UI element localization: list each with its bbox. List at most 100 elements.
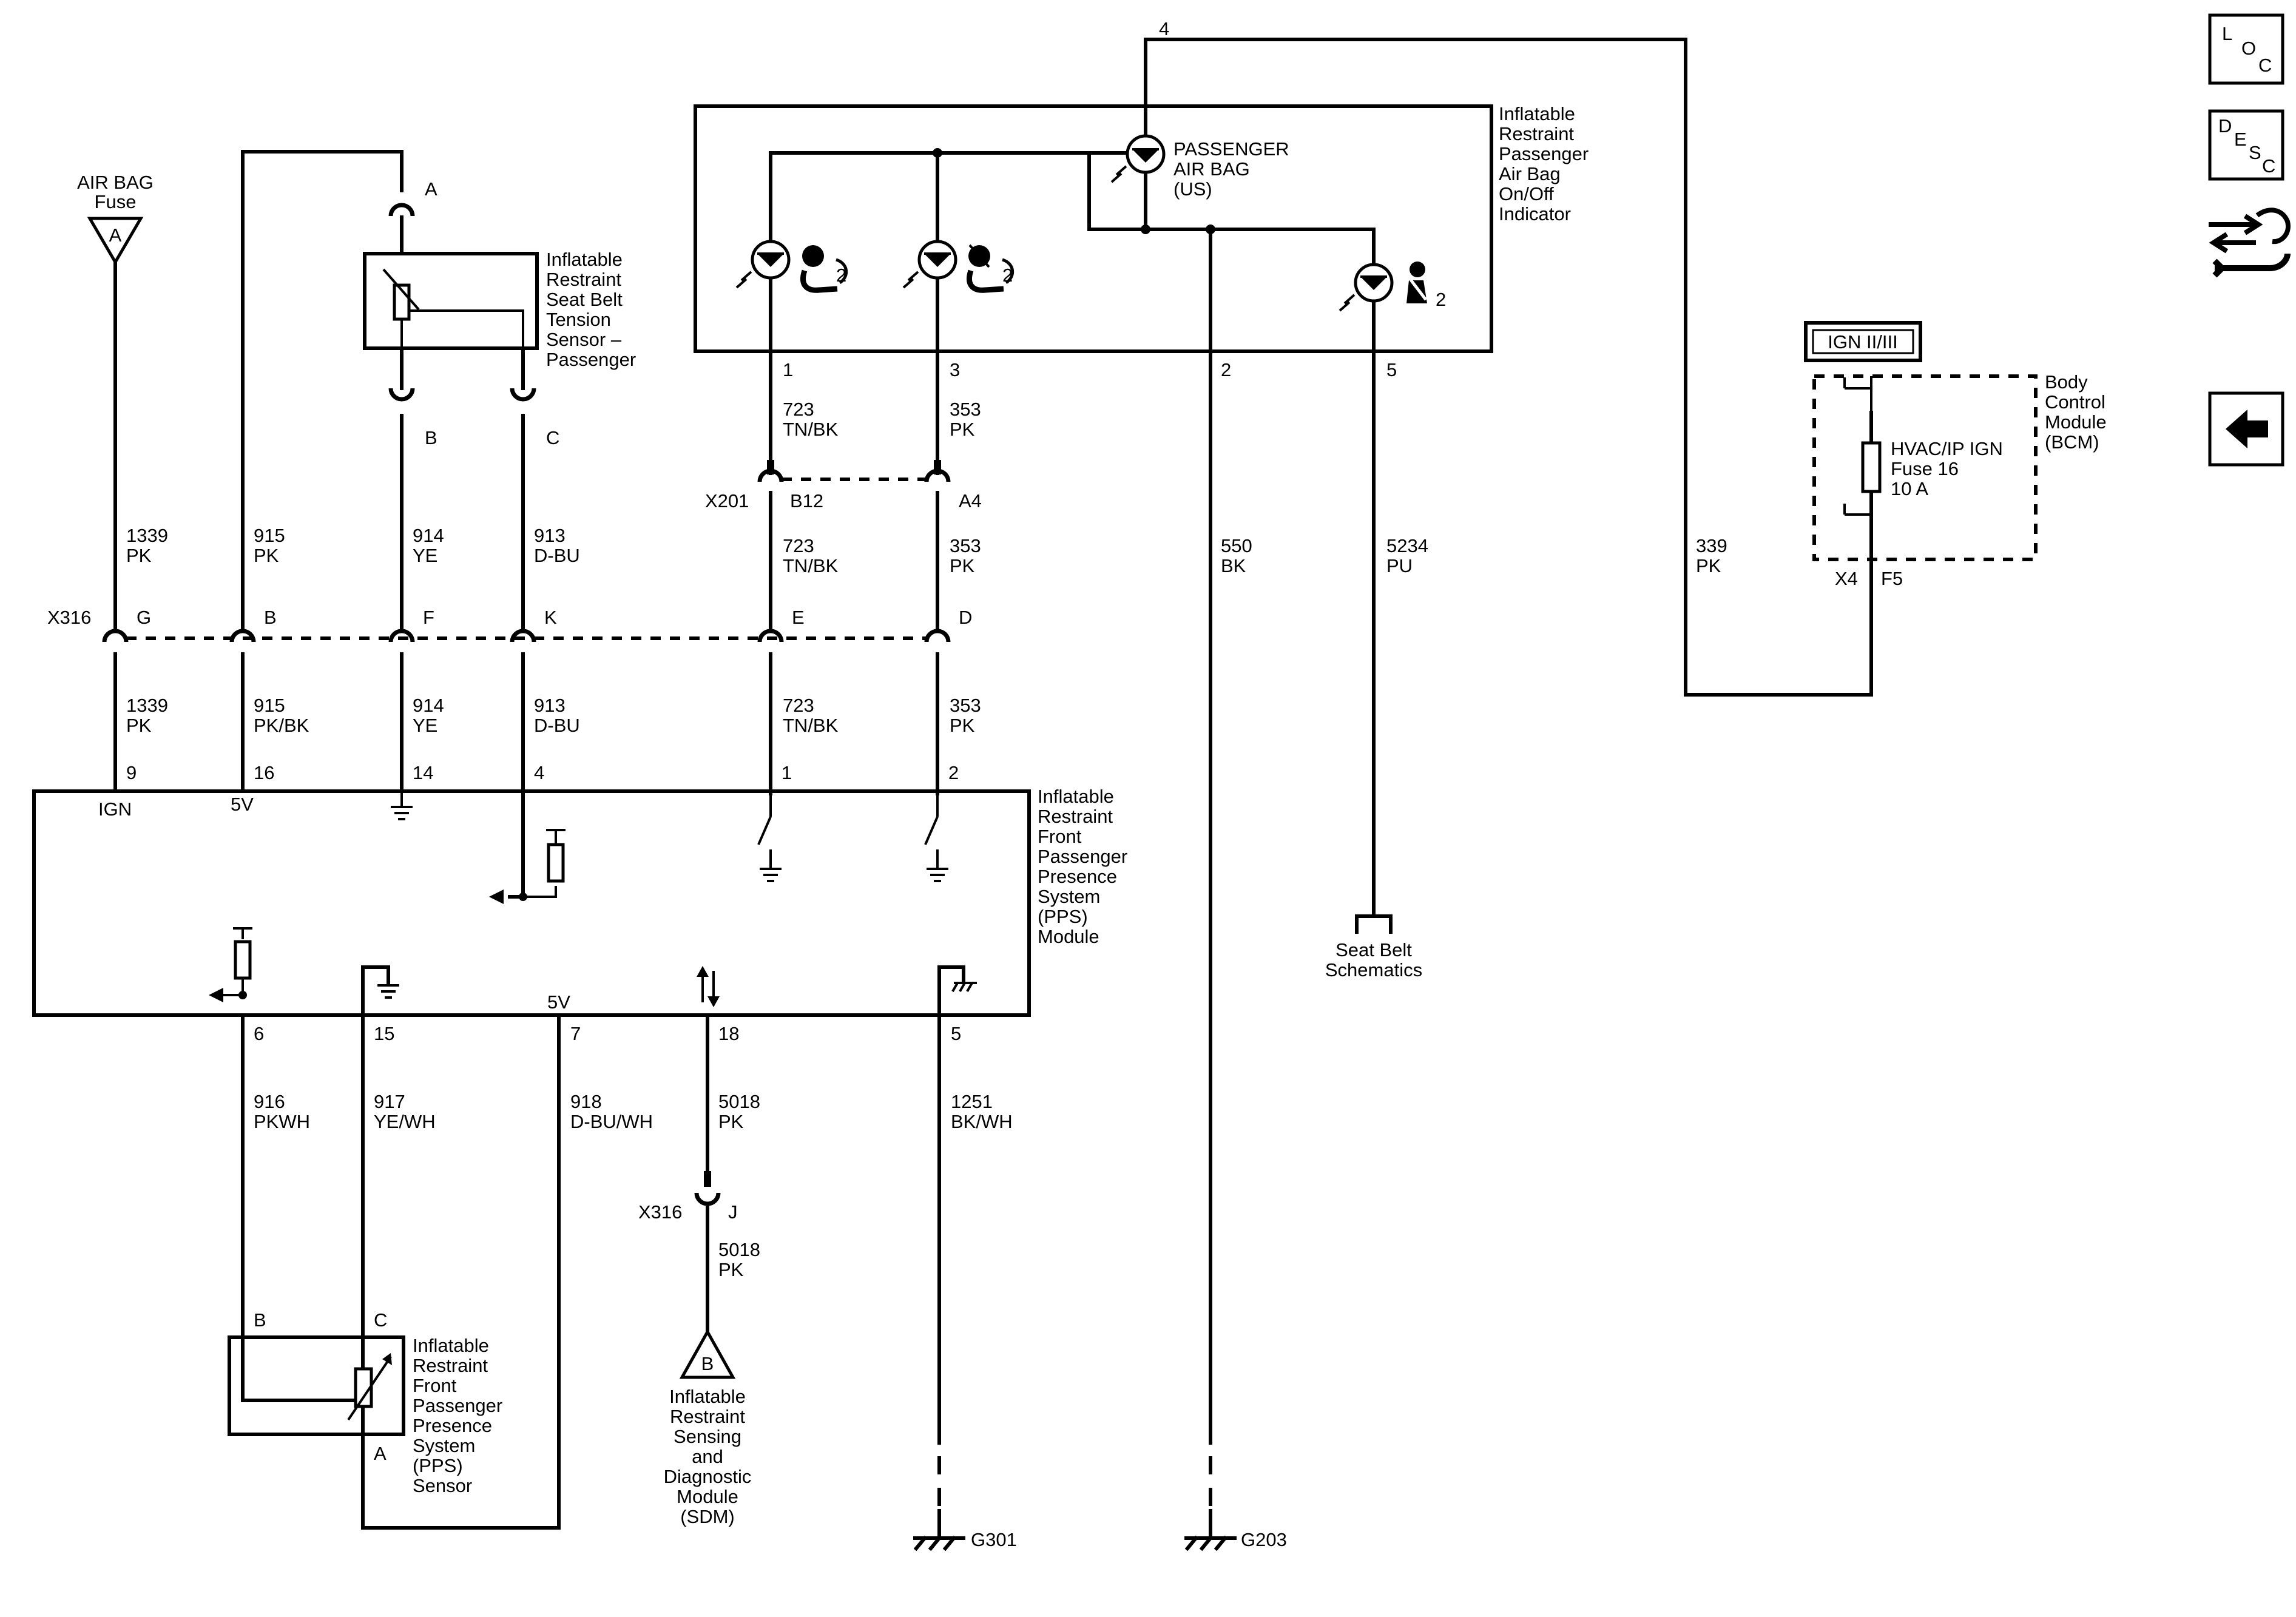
pps-title-5: Presence [1038,866,1117,887]
ground-g301-label: G301 [971,1529,1017,1550]
desc-s: S [2249,142,2261,163]
sdm-title-3: Sensing [674,1426,741,1447]
x316-pin-k-icon [510,629,536,643]
wire-913-lower [508,652,525,899]
pps-title-1: Inflatable [1038,786,1114,807]
wire-label: PK [950,419,975,440]
tension-title-5: Sensor – [546,329,622,350]
bcm-fuse-1: HVAC/IP IGN [1891,438,2003,459]
loc-button[interactable]: L O C [2208,13,2284,85]
sdm-letter: B [701,1353,714,1374]
pps-title-7: (PPS) [1038,906,1088,927]
wire-label: D-BU [534,545,580,566]
pps-sensor-title-8: Sensor [413,1475,472,1496]
wire-label: YE [413,715,437,736]
wire-label: TN/BK [783,555,839,576]
x316-pin-g-icon [102,629,129,643]
wire-label: 914 [413,525,444,546]
back-arrow-icon [2226,410,2268,448]
sdm-title-5: Diagnostic [664,1466,752,1487]
wire-label: YE/WH [374,1111,436,1132]
airbag-icon [1002,258,1014,285]
desc-button[interactable]: D E S C [2208,109,2284,181]
wire-label: 5018 [718,1239,760,1260]
sdm-title-4: and [692,1446,723,1467]
indicator-title-5: On/Off [1499,183,1554,204]
wire-label: 1339 [126,525,168,546]
sdm-reference: B Inflatable Restraint Sensing and Diagn… [664,1328,752,1527]
switch1-blade-icon [757,816,772,845]
wire-label: 913 [534,525,566,546]
wire-label: PK [718,1111,744,1132]
pps-pin-2: 2 [948,762,959,783]
wire-labels: 1339 PK 915 PK 914 YE 913 D-BU 1339 PK 9… [126,399,1727,1280]
indicator-box [694,104,1493,353]
x316-pin-b-icon [229,629,256,643]
pps-sensor-arrowhead [382,1353,392,1365]
passenger-lamp-label-1: PASSENGER [1173,138,1289,160]
pps-sensor-title-2: Restraint [413,1355,488,1376]
loc-button-frame[interactable] [2208,13,2284,85]
bcm-connector-icon-2 [1843,504,1871,516]
sdm-title-7: (SDM) [680,1506,735,1527]
connector-wrench-button[interactable] [2209,208,2291,278]
pps-sensor-title-6: System [413,1435,475,1456]
connector-b-icon [388,388,415,402]
connector-a-icon [388,203,415,217]
pps-pin-7: 7 [570,1023,581,1044]
splice-1 [1141,224,1150,234]
arrow-left-icon [2209,232,2256,254]
wire-label: 1251 [951,1091,993,1112]
belted-occupant-head-icon [1410,262,1425,277]
seat-belt-tension-sensor: Inflatable Restraint Seat Belt Tension S… [363,178,636,448]
wire-label: PK [254,545,279,566]
led-diode-icon [758,255,783,267]
x316-pin-j-male [704,1171,711,1187]
chassis-ground-icon [1184,1535,1228,1551]
wire-label: PK [126,715,152,736]
wire-label: 550 [1221,535,1252,556]
wire-label: YE [413,545,437,566]
x316-pin-f-icon [388,629,415,643]
pps-pin-16: 16 [254,762,274,783]
x201-pin-b12-male [767,460,774,474]
wire-label: 353 [950,399,981,420]
indicator-pin-5: 5 [1386,359,1397,380]
bcm-connector-x4: X4 [1835,568,1858,589]
wire-label: 916 [254,1091,285,1112]
pps-title-4: Passenger [1038,846,1127,867]
indicator-pin-3: 3 [950,359,960,380]
passenger-lamp-label-2: AIR BAG [1173,158,1250,180]
ground-icon [760,868,782,882]
pps-title-8: Module [1038,926,1099,947]
back-button[interactable] [2208,391,2284,467]
x316-pin-b: B [264,607,277,628]
indicator-title-2: Restraint [1499,123,1574,144]
wire-label: BK/WH [951,1111,1013,1132]
desc-button-frame[interactable] [2208,109,2284,181]
pps-pin-1: 1 [782,762,792,783]
schematic-ref-icon [1355,914,1393,934]
pps-title-6: System [1038,886,1100,907]
signal2-arrow-icon [209,988,223,1002]
wire-label: PK/BK [254,715,309,736]
led-diode-icon [1362,278,1386,290]
x316-lower-pin: J [728,1201,738,1223]
bidirectional-arrow-down-icon [707,996,720,1007]
pps-sensor-box [228,1335,405,1436]
pullup2-resistor-icon [234,940,252,980]
passenger-lamp-label-3: (US) [1173,178,1212,200]
wire-917-918-loop [361,1013,561,1530]
connector-icon [2255,208,2291,245]
led-ray-1 [740,271,752,282]
wire-label: 723 [783,535,814,556]
pps-sensor-title-5: Presence [413,1415,492,1436]
wire-label: D-BU [534,715,580,736]
loc-o: O [2241,38,2256,59]
signal2-node [238,991,247,999]
pps-sensor-pin-c: C [374,1309,387,1331]
splice-2 [1206,224,1215,234]
wire-label: 918 [570,1091,602,1112]
pps-pin-15: 15 [374,1023,394,1044]
wire-label: 353 [950,535,981,556]
